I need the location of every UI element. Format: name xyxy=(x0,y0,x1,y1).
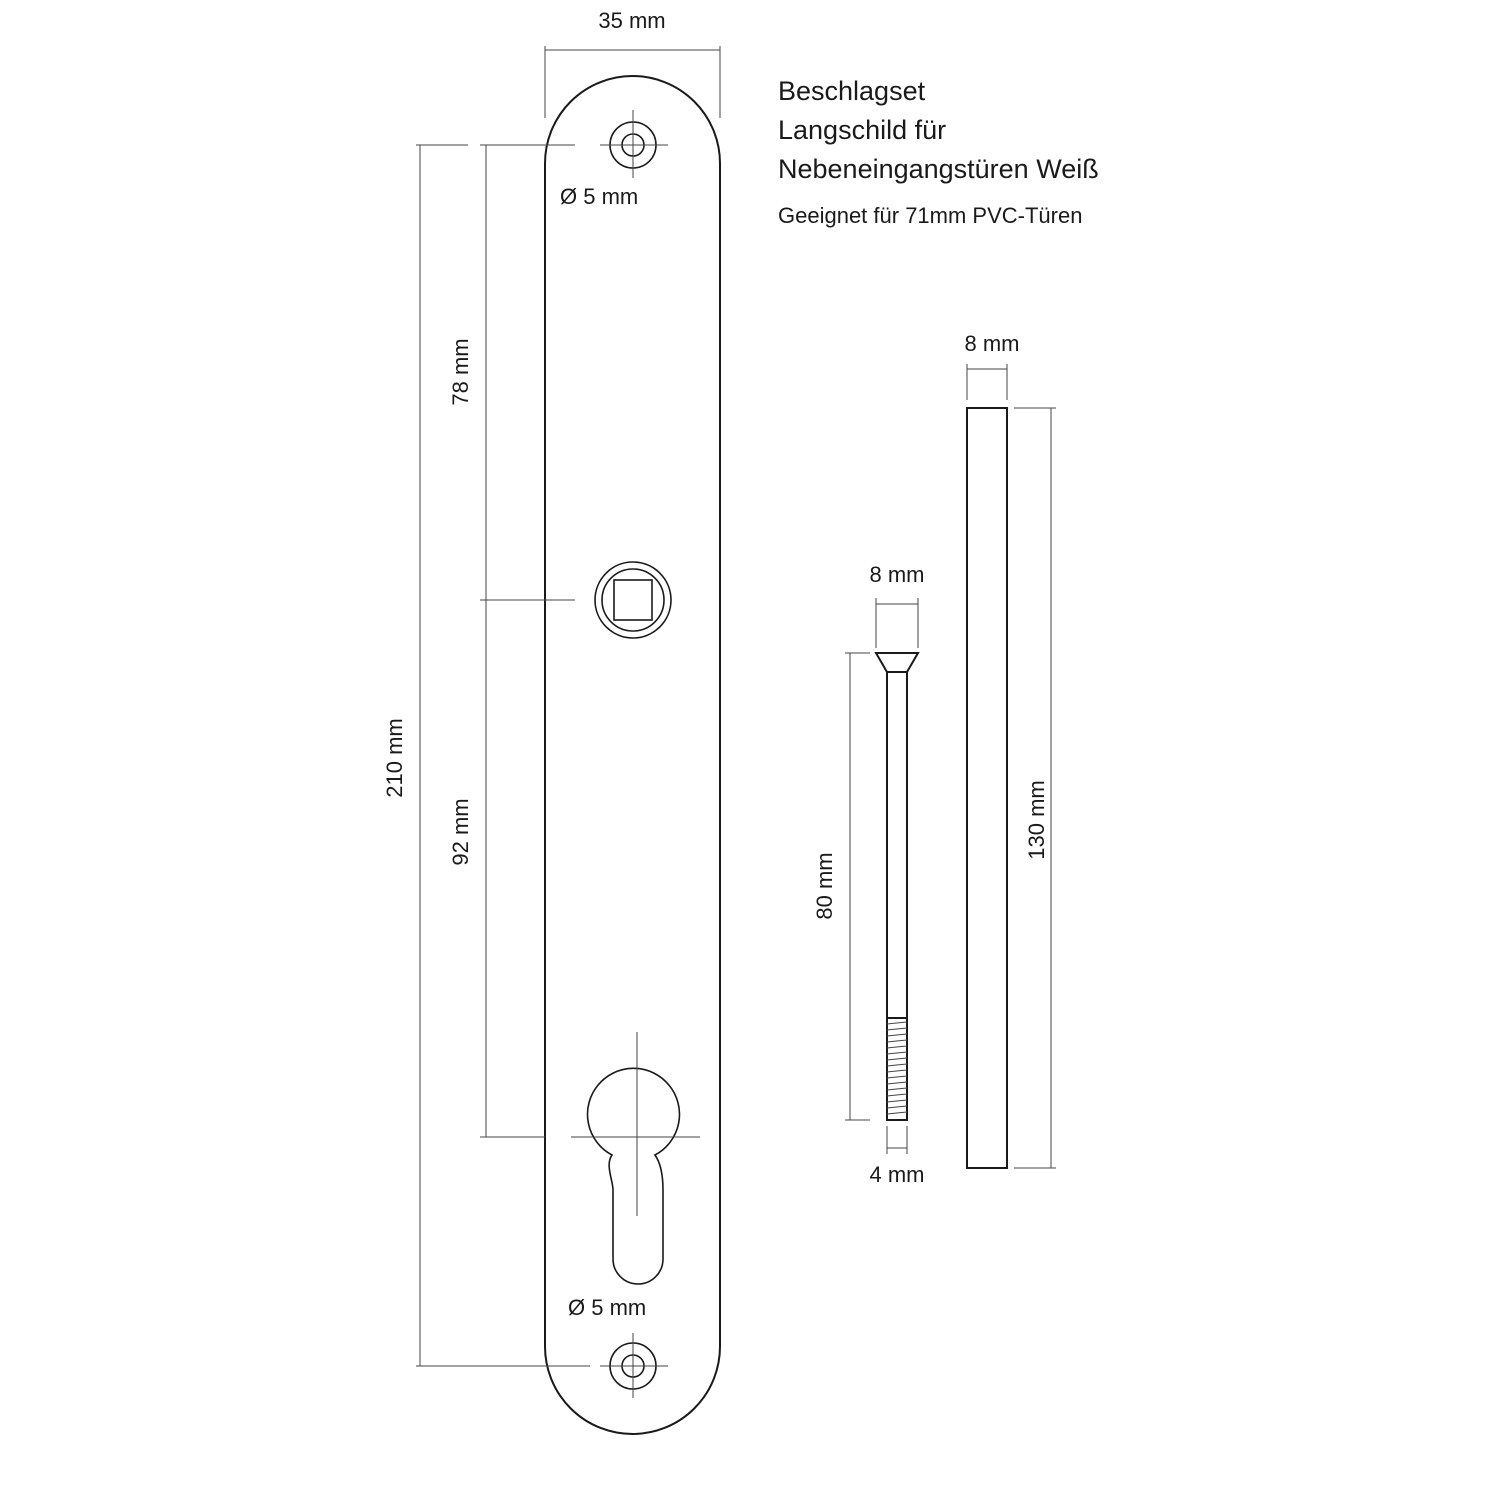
dim-spindle-length-label: 130 mm xyxy=(1024,780,1049,859)
dim-screw-thread-label: 4 mm xyxy=(870,1162,925,1187)
square-spindle xyxy=(966,407,1008,1169)
title-line-1: Beschlagset xyxy=(778,76,926,106)
screw-head xyxy=(874,652,920,673)
dim-upper-span-label: 78 mm xyxy=(448,338,473,405)
hole-bottom-label: Ø 5 mm xyxy=(568,1295,646,1320)
dim-screw-head: 8 mm xyxy=(870,562,925,648)
dim-screw-length-label: 80 mm xyxy=(812,852,837,919)
subtitle: Geeignet für 71mm PVC-Türen xyxy=(778,203,1083,228)
dim-spindle-width-label: 8 mm xyxy=(965,331,1020,356)
title-line-3: Nebeneingangstüren Weiß xyxy=(778,154,1099,184)
dim-plate-height: 210 mm xyxy=(382,144,590,1367)
dim-plate-height-label: 210 mm xyxy=(382,718,407,797)
spindle-hole xyxy=(594,561,672,639)
long-plate xyxy=(544,75,721,1435)
screw-thread xyxy=(886,1017,908,1121)
plate-outline xyxy=(544,75,721,1435)
screw-thread-lines xyxy=(886,1021,908,1115)
top-screw-hole xyxy=(600,110,668,178)
dim-spindle-width: 8 mm xyxy=(965,331,1020,400)
title-block: Beschlagset Langschild für Nebeneingangs… xyxy=(778,72,1099,231)
title-line-2: Langschild für xyxy=(778,115,947,145)
dim-spindle-length: 130 mm xyxy=(1014,407,1056,1169)
dim-lower-span-label: 92 mm xyxy=(448,798,473,865)
dim-plate-width-label: 35 mm xyxy=(598,8,665,33)
screw-shank xyxy=(886,671,908,1019)
dim-screw-length: 80 mm xyxy=(812,652,870,1121)
dim-screw-thread: 4 mm xyxy=(870,1126,925,1187)
bottom-screw-hole xyxy=(600,1333,668,1398)
hole-top-label: Ø 5 mm xyxy=(560,184,638,209)
dim-screw-head-label: 8 mm xyxy=(870,562,925,587)
dim-upper-span: 78 mm xyxy=(448,144,575,601)
dim-plate-width: 35 mm xyxy=(544,8,721,118)
dim-lower-span: 92 mm xyxy=(448,600,545,1138)
cylinder-cutout xyxy=(571,1032,700,1285)
screw xyxy=(874,652,920,1121)
